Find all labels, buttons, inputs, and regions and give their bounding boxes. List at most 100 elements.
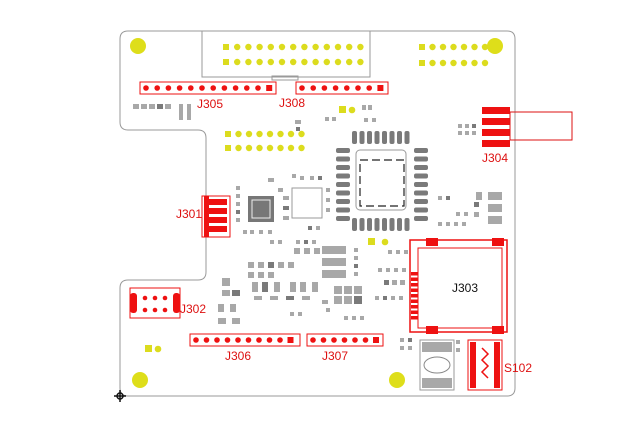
label-j304: J304 bbox=[482, 151, 508, 165]
j307-outline bbox=[306, 333, 384, 347]
smd-pad bbox=[458, 131, 462, 135]
j306-pin bbox=[277, 337, 283, 343]
jumper-pad bbox=[368, 238, 375, 245]
mcu-pad bbox=[336, 190, 350, 196]
j305-pin bbox=[143, 85, 149, 91]
top-header-pin bbox=[256, 58, 263, 66]
smd-pad bbox=[465, 124, 469, 128]
smd-pad bbox=[236, 186, 240, 190]
smd-pad bbox=[322, 270, 346, 278]
smd-pad bbox=[218, 318, 226, 324]
top-header-pin bbox=[334, 43, 342, 51]
smd-pad bbox=[344, 296, 352, 304]
mcu-pad bbox=[374, 131, 380, 144]
right-header-pin bbox=[471, 43, 478, 51]
right-header-pin bbox=[460, 59, 468, 67]
j306-pin bbox=[245, 337, 252, 343]
mcu-pad bbox=[336, 173, 350, 179]
label-j308: J308 bbox=[279, 96, 305, 110]
smd-pad bbox=[283, 216, 289, 220]
smd-pad bbox=[464, 212, 468, 216]
smd-pad bbox=[292, 174, 296, 178]
j303-pin bbox=[411, 272, 418, 276]
j306-pin bbox=[193, 337, 199, 343]
top-header-pin bbox=[346, 58, 353, 66]
mid-header-pin bbox=[256, 144, 263, 152]
smd-pad bbox=[378, 268, 382, 272]
smd-pad bbox=[360, 316, 364, 320]
smd-pad bbox=[438, 222, 442, 226]
j307-pin bbox=[320, 337, 327, 343]
top-header-pin bbox=[301, 58, 308, 66]
mcu-pad bbox=[414, 216, 428, 221]
smd-pad bbox=[488, 216, 502, 224]
smd-pad bbox=[248, 262, 254, 268]
right-header-pin bbox=[429, 59, 436, 67]
gray-switch bbox=[419, 339, 455, 391]
j303-pin bbox=[411, 288, 418, 292]
smd-pad bbox=[304, 240, 308, 244]
smd-pad bbox=[258, 272, 264, 278]
main-mcu-footprint bbox=[336, 131, 428, 231]
j304-connector bbox=[482, 107, 573, 147]
smd-pad bbox=[316, 226, 320, 230]
j308-outline bbox=[295, 81, 389, 95]
j307-pin bbox=[373, 337, 379, 343]
mcu-pad bbox=[389, 218, 395, 231]
top-header-pin bbox=[290, 43, 297, 51]
top-header-pin bbox=[357, 43, 364, 51]
smd-pad bbox=[312, 282, 318, 292]
j302-connector bbox=[129, 287, 181, 319]
smd-pad bbox=[149, 104, 155, 109]
smd-pad bbox=[326, 188, 330, 192]
j308-pin bbox=[299, 85, 305, 91]
right-header-pin bbox=[439, 43, 447, 51]
smd-pad bbox=[372, 118, 376, 122]
j308-pin bbox=[366, 85, 373, 91]
mount-hole-bottom-right bbox=[389, 372, 405, 388]
smd-pad bbox=[454, 222, 458, 226]
top-header-pin bbox=[267, 43, 274, 51]
j307-pin bbox=[341, 337, 348, 343]
mcu-pad bbox=[397, 218, 402, 231]
smd-pad bbox=[232, 290, 240, 296]
mcu-pad bbox=[367, 131, 372, 144]
top-header-pin bbox=[278, 58, 286, 66]
smd-pad bbox=[222, 290, 230, 296]
label-j306: J306 bbox=[225, 349, 251, 363]
smd-pad bbox=[391, 296, 395, 300]
smd-pad bbox=[296, 127, 300, 131]
smd-pad bbox=[300, 176, 304, 180]
j308-pin bbox=[332, 85, 339, 91]
smd-pad bbox=[325, 117, 329, 121]
top-header-pin bbox=[245, 58, 252, 66]
j305-pin bbox=[266, 85, 273, 91]
j306-pin bbox=[224, 337, 231, 343]
smd-pad bbox=[326, 308, 330, 312]
j306-pin bbox=[266, 337, 273, 343]
mcu-pad bbox=[336, 199, 350, 204]
mcu-pad bbox=[414, 156, 428, 162]
smd-pad bbox=[290, 282, 296, 292]
jumper-pad bbox=[348, 106, 356, 114]
smd-pad bbox=[396, 250, 400, 254]
mcu-pad bbox=[374, 218, 380, 231]
j305-pin bbox=[255, 85, 261, 91]
label-j305: J305 bbox=[197, 97, 223, 111]
smd-pad bbox=[283, 196, 289, 200]
smd-pad bbox=[402, 268, 406, 272]
j306-pin bbox=[214, 337, 220, 343]
j305-pin bbox=[176, 85, 183, 91]
mount-hole-top-right bbox=[487, 38, 503, 54]
mcu-pad bbox=[414, 182, 428, 187]
j308-pin bbox=[310, 85, 317, 91]
top-header-pin bbox=[234, 58, 241, 66]
smd-pad bbox=[236, 194, 240, 198]
smd-pad bbox=[296, 240, 300, 244]
mid-header-pin bbox=[235, 144, 242, 152]
mcu-pad bbox=[397, 131, 402, 144]
j303-pin bbox=[411, 310, 418, 314]
smd-pad bbox=[399, 296, 403, 300]
mid-header-pin bbox=[298, 130, 305, 138]
red-header-connectors bbox=[139, 81, 389, 347]
